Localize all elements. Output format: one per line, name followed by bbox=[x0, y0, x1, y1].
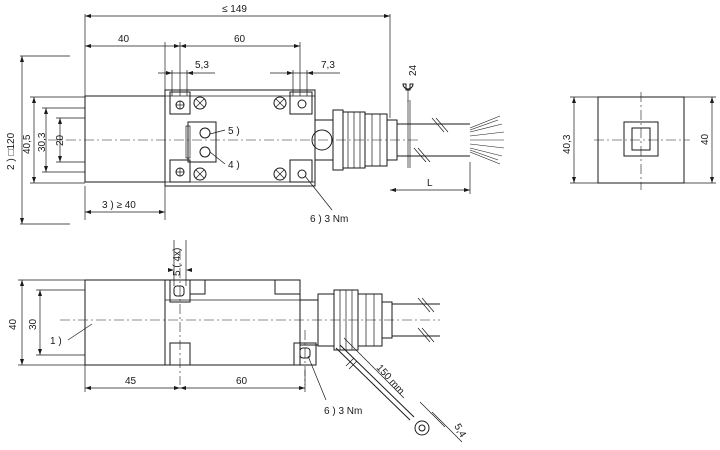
wrench-size-label: 24 bbox=[408, 64, 419, 76]
top-view: ≤ 149 40 60 5,3 7,3 bbox=[6, 4, 505, 225]
min-distance-label: 3 ) ≥ 40 bbox=[102, 200, 136, 211]
free-zone-label: 2 ) □120 bbox=[6, 132, 17, 170]
slot-width-left-label: 5,3 bbox=[195, 60, 209, 71]
side-head-length-label: 45 bbox=[125, 376, 137, 387]
screw-head-1 bbox=[193, 96, 207, 110]
torque-callout-top: 6 ) 3 Nm bbox=[310, 214, 348, 225]
potentiometer-icon bbox=[199, 146, 211, 158]
side-height-outer-label: 40 bbox=[8, 318, 19, 330]
sensing-face-callout: 1 ) bbox=[50, 336, 62, 347]
earth-lead-length-label: 150 mm bbox=[374, 363, 406, 397]
end-height-left-label: 40,3 bbox=[562, 134, 573, 154]
face-height-outer-label: 40,5 bbox=[22, 134, 33, 154]
face-height-core-label: 20 bbox=[55, 134, 66, 146]
ring-size-label: 5,4 bbox=[451, 422, 468, 440]
side-hole-spacing-label: 60 bbox=[236, 376, 248, 387]
led-indicator-icon bbox=[199, 127, 211, 139]
screw-head-4 bbox=[273, 167, 287, 181]
potentiometer-callout: 4 ) bbox=[228, 160, 240, 171]
cable-wires bbox=[469, 115, 505, 165]
side-view: 5 ( 4x) 150 mm 5,4 bbox=[8, 240, 468, 443]
slot-width-right-label: 7,3 bbox=[321, 60, 335, 71]
screw-head-3 bbox=[273, 96, 287, 110]
cable-length-label: L bbox=[427, 178, 433, 189]
end-view: 40,3 40 bbox=[562, 92, 716, 190]
torque-callout-side: 6 ) 3 Nm bbox=[324, 406, 362, 417]
led-callout: 5 ) bbox=[228, 126, 240, 137]
screw-head-2 bbox=[193, 167, 207, 181]
ring-terminal-icon bbox=[414, 420, 430, 436]
face-height-inner-label: 30,3 bbox=[37, 132, 48, 152]
end-height-right-label: 40 bbox=[700, 133, 711, 145]
side-height-inner-label: 30 bbox=[28, 318, 39, 330]
hole-spacing-label: 60 bbox=[234, 34, 246, 45]
overall-length-label: ≤ 149 bbox=[222, 4, 247, 15]
slot-width-side-label: 5 ( 4x) bbox=[172, 248, 183, 276]
head-length-label: 40 bbox=[118, 34, 130, 45]
wrench-icon bbox=[402, 83, 414, 102]
